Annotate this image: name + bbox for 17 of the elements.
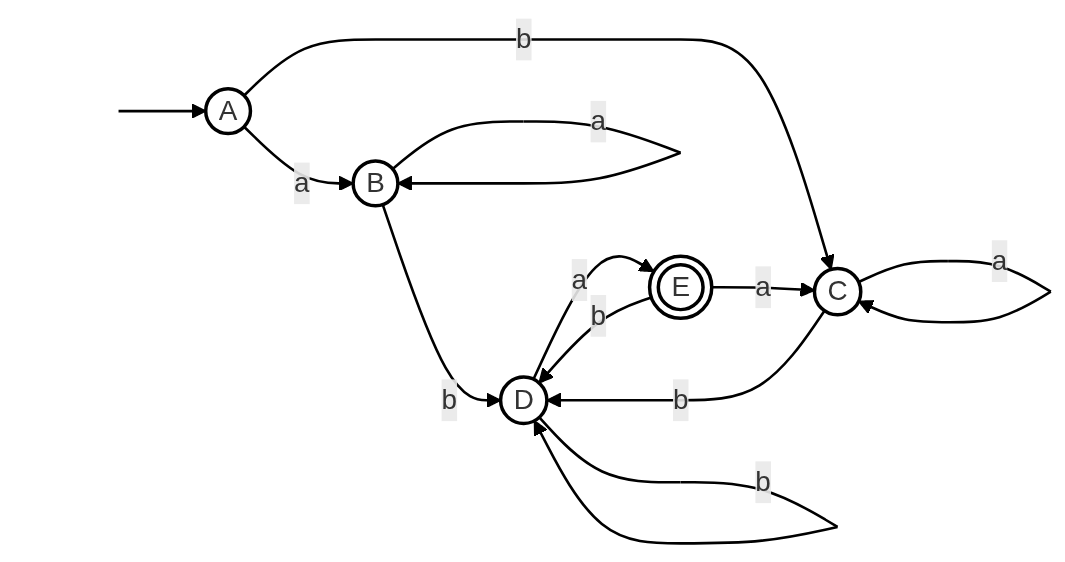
edge-label: b [755,466,771,497]
edge-label: b [441,384,458,415]
node-circle: E [647,254,714,321]
node-circle: D [498,375,549,426]
node-circle: B [351,159,400,208]
edge-label: a [991,245,1008,276]
arrow [532,255,655,380]
edge-label: b [672,384,689,415]
edge-label: a [294,167,310,198]
edge-label: a [590,105,606,136]
edge-label: a [571,264,588,294]
edge-label: b [590,300,606,330]
edge-label: a [755,271,771,302]
edge-label: b [515,23,532,54]
node-circle: A [203,86,253,136]
node-circle: C [812,266,863,317]
arrow [243,38,835,271]
